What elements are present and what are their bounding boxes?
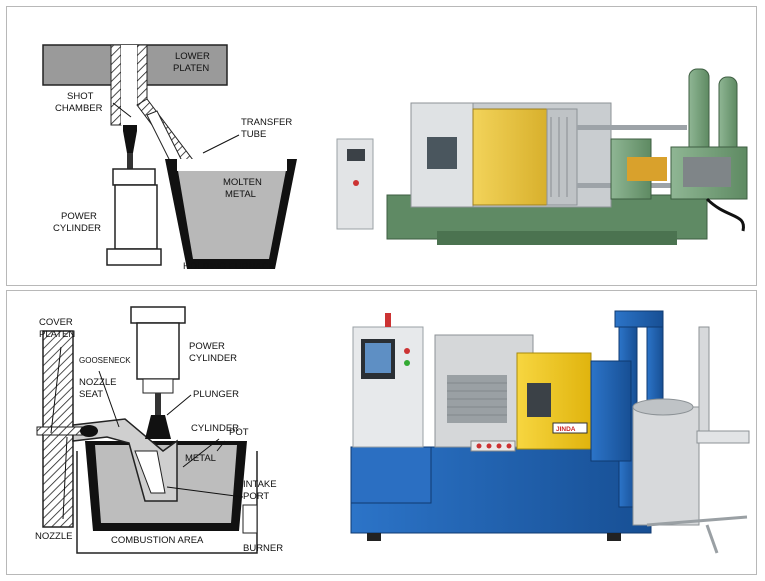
label-plunger: PLUNGER	[193, 389, 239, 400]
plunger-tip	[123, 125, 137, 153]
cold-chamber-machine-image	[336, 68, 748, 245]
label-nozzle-seat-2: SEAT	[79, 389, 103, 400]
power-cylinder	[114, 184, 158, 250]
label-cover-platen-1: COVER	[39, 317, 73, 328]
label-burner: BURNER	[243, 543, 283, 554]
cold-chamber-panel: LOWER PLATEN SHOT CHAMBER TRANSFER TUBE …	[6, 6, 757, 286]
nozzle-seat	[80, 425, 98, 437]
label-holding-furnace: HOLDING FURNACE	[183, 261, 275, 272]
power-cylinder-2	[136, 322, 180, 380]
label-power-cylinder-2: CYLINDER	[189, 353, 237, 364]
label-molten-metal-1: MOLTEN	[223, 177, 262, 188]
hot-chamber-panel: COVER PLATEN GOOSENECK NOZZLE SEAT POWER…	[6, 290, 757, 575]
label-transfer-tube-2: TUBE	[241, 129, 266, 140]
label-pot: POT	[229, 427, 249, 438]
plunger-2	[145, 415, 171, 439]
label-nozzle: NOZZLE	[35, 531, 72, 542]
label-nozzle-seat-1: NOZZLE	[79, 377, 116, 388]
label-lower-platen-2: PLATEN	[173, 63, 209, 74]
label-gooseneck: GOOSENECK	[79, 356, 131, 365]
label-metal: METAL	[185, 453, 216, 464]
hot-chamber-diagram: COVER PLATEN GOOSENECK NOZZLE SEAT POWER…	[35, 306, 750, 554]
shot-chamber-bore	[121, 45, 137, 125]
label-power-cylinder-1: POWER	[189, 341, 225, 352]
label-power-cylinder-1: POWER	[61, 211, 97, 222]
plunger-rod	[127, 153, 133, 169]
molten-metal	[177, 165, 287, 259]
shot-chamber-wall-right	[136, 44, 148, 106]
label-molten-metal-2: METAL	[225, 189, 256, 200]
label-cover-platen-2: PLATEN	[39, 329, 75, 340]
label-combustion-area: COMBUSTION AREA	[111, 535, 204, 546]
label-shot-chamber-1: SHOT	[67, 91, 94, 102]
label-transfer-tube-1: TRANSFER	[241, 117, 292, 128]
label-intake-port-2: PORT	[243, 491, 269, 502]
hot-chamber-machine-image: JINDA	[350, 310, 750, 554]
label-power-cylinder-2: CYLINDER	[53, 223, 101, 234]
label-lower-platen-1: LOWER	[175, 51, 210, 62]
shot-chamber-wall-left	[110, 44, 122, 126]
machine-brand-label: JINDA	[556, 426, 576, 433]
cold-chamber-diagram: LOWER PLATEN SHOT CHAMBER TRANSFER TUBE …	[42, 44, 748, 272]
label-intake-port-1: INTAKE	[243, 479, 277, 490]
plunger-rod-2	[155, 393, 161, 415]
label-shot-chamber-2: CHAMBER	[55, 103, 103, 114]
label-cylinder: CYLINDER	[191, 423, 239, 434]
